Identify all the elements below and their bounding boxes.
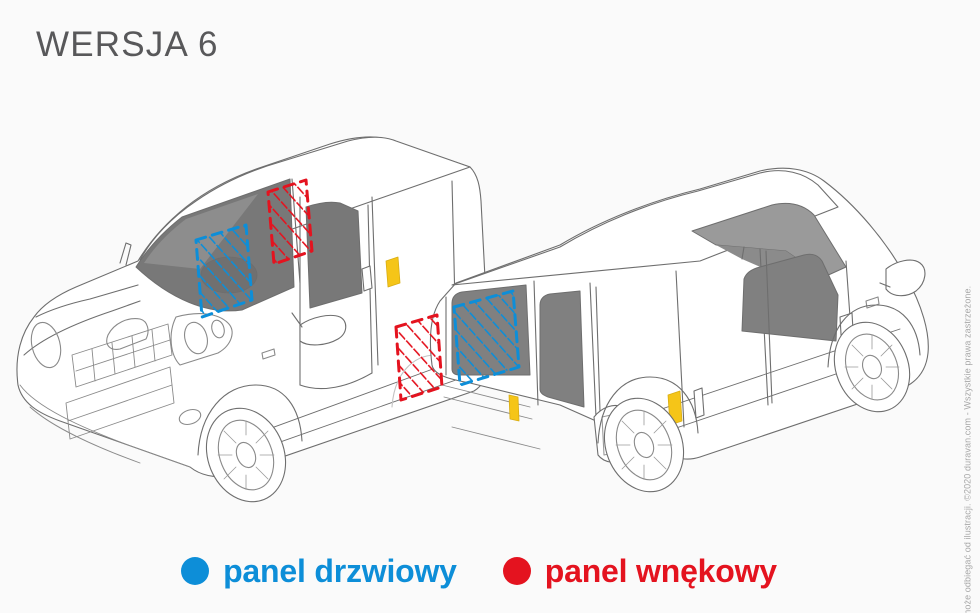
van-a-front-door-window [305, 201, 363, 309]
red-dot-icon [502, 557, 531, 585]
legend-label-recess-panel: panel wnękowy [544, 553, 777, 589]
van-b-sliding-door-handle [693, 387, 705, 419]
copyright-notice: Rzut poglądowy w celu oddania ilości drz… [958, 0, 978, 613]
van-b-mirror-arm [879, 282, 891, 288]
van-a-mirror-arm [291, 312, 303, 328]
van-a-headlight-right-lamp [183, 321, 209, 355]
van-a-side-marker-light [385, 256, 401, 288]
legend-label-door-panel: panel drzwiowy [223, 553, 457, 589]
van-rear-three-quarter [394, 167, 929, 493]
van-b-mirror [885, 259, 926, 297]
legend: panel drzwiowy panel wnękowy [0, 540, 958, 602]
van-a-headlight-left [30, 321, 62, 369]
panel-door-van-b [452, 289, 521, 387]
copyright-text: Rzut poglądowy w celu oddania ilości drz… [962, 285, 973, 613]
van-a-bumper [19, 384, 191, 468]
van-b-antenna [741, 246, 745, 260]
van-front-three-quarter [16, 136, 490, 503]
panel-recess-van-a [266, 178, 314, 266]
van-a-windshield-reflection [144, 194, 258, 269]
van-a-hood-edge [23, 300, 141, 356]
van-a-door-handle [361, 265, 373, 292]
van-b-rear-arch [597, 376, 699, 444]
page-title: WERSJA 6 [36, 25, 219, 64]
van-a-bumper-lower [29, 406, 141, 464]
van-a-badge [106, 318, 149, 350]
vehicle-illustration-stage [0, 55, 958, 525]
van-b-rear-wheel [603, 397, 685, 493]
van-b-quarter-line [595, 286, 601, 412]
van-b-door-split [533, 280, 539, 406]
van-b-roof [451, 170, 839, 286]
van-b-front-arch [827, 304, 921, 368]
van-a-headlight-right-lamp2 [211, 319, 225, 339]
van-b-rear-lower-trim [451, 426, 541, 450]
legend-item-door-panel: panel drzwiowy [181, 555, 457, 587]
van-a-mirror [299, 314, 347, 346]
van-a-fog-light [178, 408, 202, 426]
van-b-rear-door-outline [445, 282, 597, 418]
van-b-front-wheel [833, 321, 911, 413]
blue-dot-icon [181, 557, 210, 585]
legend-item-recess-panel: panel wnękowy [502, 553, 777, 589]
van-a-antenna [119, 242, 132, 266]
van-b-front-door-window [741, 253, 839, 342]
van-a-front-arch [197, 384, 303, 456]
panel-recess-van-b [394, 313, 444, 402]
van-b-rear-handle-light [508, 394, 520, 422]
van-b-rear-window-right [539, 290, 585, 408]
van-a-front-wheel [205, 407, 287, 503]
van-a-front-door-bottom [299, 372, 373, 390]
van-a-grille [65, 323, 175, 440]
panel-door-van-a [194, 223, 254, 319]
van-a-fender-indicator [261, 348, 276, 360]
van-a-hood [35, 284, 139, 318]
